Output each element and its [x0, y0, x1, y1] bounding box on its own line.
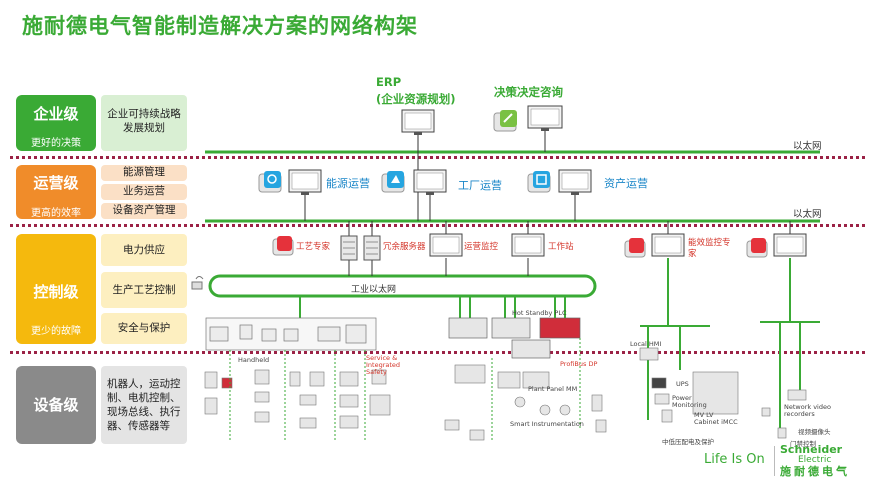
separator-2 [10, 224, 865, 227]
camera-label: 视频摄像头 [798, 428, 831, 436]
mv-lv-protection-label: 中低压配电及保护 [662, 438, 714, 446]
right-cube [746, 238, 768, 258]
erp-label: ERP [376, 75, 402, 89]
ops-monitoring-monitor [429, 233, 463, 257]
plant-panel-label: Plant Panel MM [528, 385, 578, 393]
mv-lv-label: MV LV Cabinet iMCC [694, 411, 738, 426]
plant-ops-monitor [413, 169, 447, 195]
brand-logo: Schneider Electric 施耐德电气 [780, 444, 870, 479]
ctrl-desc-3: 安全与保护 [101, 313, 187, 344]
ctrl-desc-2: 生产工艺控制 [101, 272, 187, 308]
energy-ops-monitor [288, 169, 322, 195]
ctrl-desc-1: 电力供应 [101, 234, 187, 266]
workstation-monitor [511, 233, 545, 257]
plant-ops-label: 工厂运营 [458, 179, 502, 192]
ups-label: UPS [676, 380, 689, 388]
asset-ops-cube [527, 171, 551, 193]
level-operations: 运营级 更高的效率 [16, 165, 96, 219]
erp-monitor [401, 109, 435, 135]
energy-expert-label: 能效监控专家 [688, 238, 731, 259]
wireless-icon [191, 276, 204, 290]
workstation-label: 工作站 [548, 242, 574, 252]
asset-ops-monitor [558, 169, 592, 195]
level-enterprise: 企业级 更好的决策 [16, 95, 96, 151]
field-devices [204, 347, 807, 441]
access-control-label: 门禁控制 [790, 440, 816, 448]
field-desc: 机器人，运动控制、电机控制、现场总线、执行器、传感器等 [101, 366, 187, 444]
process-expert-cube [272, 236, 294, 256]
local-hmi-label: Local HMI [630, 340, 662, 348]
level-field: 设备级 [16, 366, 96, 444]
industrial-ethernet-ring [208, 274, 597, 298]
redundant-server-1 [340, 235, 358, 261]
brand-chinese: 施耐德电气 [780, 465, 850, 478]
energy-expert-monitor [651, 233, 685, 257]
profibus-label: ProfiBus DP [560, 360, 598, 368]
brand-divider [774, 446, 775, 476]
power-monitoring-label: Power Monitoring [672, 394, 707, 409]
energy-expert-cube [624, 238, 646, 258]
level-field-name: 设备级 [33, 396, 79, 414]
asset-ops-label: 资产运营 [604, 177, 648, 190]
enterprise-desc: 企业可持续战略发展规划 [101, 95, 187, 151]
smart-instr-label: Smart Instrumentation [510, 420, 584, 428]
brand-name2: Electric [798, 455, 832, 465]
level-operations-sub: 更高的效率 [31, 208, 81, 219]
ethernet-label-top: 以太网 [793, 141, 822, 152]
handheld-label: Handheld [238, 356, 270, 364]
hot-standby-label: Hot Standby PLC [512, 309, 567, 317]
right-monitor [773, 233, 807, 257]
decision-software-cube [493, 110, 517, 132]
separator-1 [10, 156, 865, 159]
level-control-name: 控制级 [33, 283, 79, 301]
decision-monitor [527, 105, 563, 131]
energy-ops-label: 能源运营 [326, 177, 370, 190]
level-control-sub: 更少的故障 [31, 326, 81, 337]
redundant-server-2 [363, 235, 381, 261]
ethernet-label-mid: 以太网 [793, 209, 822, 220]
safety-label: Service & Integrated Safety [366, 354, 401, 376]
separator-3 [10, 351, 865, 354]
brand-slogan: Life Is On [704, 452, 765, 467]
plc-rack-middle [448, 317, 581, 359]
process-expert-label: 工艺专家 [296, 242, 331, 252]
level-enterprise-name: 企业级 [33, 105, 79, 123]
brand-name: Schneider [780, 443, 843, 456]
level-enterprise-sub: 更好的决策 [31, 138, 81, 149]
plant-ops-cube [381, 171, 405, 193]
energy-ops-cube [258, 171, 282, 193]
ops-desc-2: 业务运营 [101, 184, 187, 200]
redundant-server-label: 冗余服务器 [383, 242, 426, 252]
nvr-label: Network video recorders [784, 403, 831, 418]
erp-sub-label: (企业资源规划) [376, 92, 456, 106]
ops-desc-3: 设备资产管理 [101, 203, 187, 219]
ops-desc-1: 能源管理 [101, 165, 187, 181]
industrial-ethernet-label: 工业以太网 [351, 285, 397, 295]
plc-rack-left [205, 317, 377, 351]
page-title: 施耐德电气智能制造解决方案的网络构架 [22, 14, 418, 38]
ops-monitoring-label: 运营监控 [464, 242, 499, 252]
level-operations-name: 运营级 [33, 174, 79, 192]
level-control: 控制级 更少的故障 [16, 234, 96, 344]
decision-label: 决策决定咨询 [494, 85, 563, 99]
